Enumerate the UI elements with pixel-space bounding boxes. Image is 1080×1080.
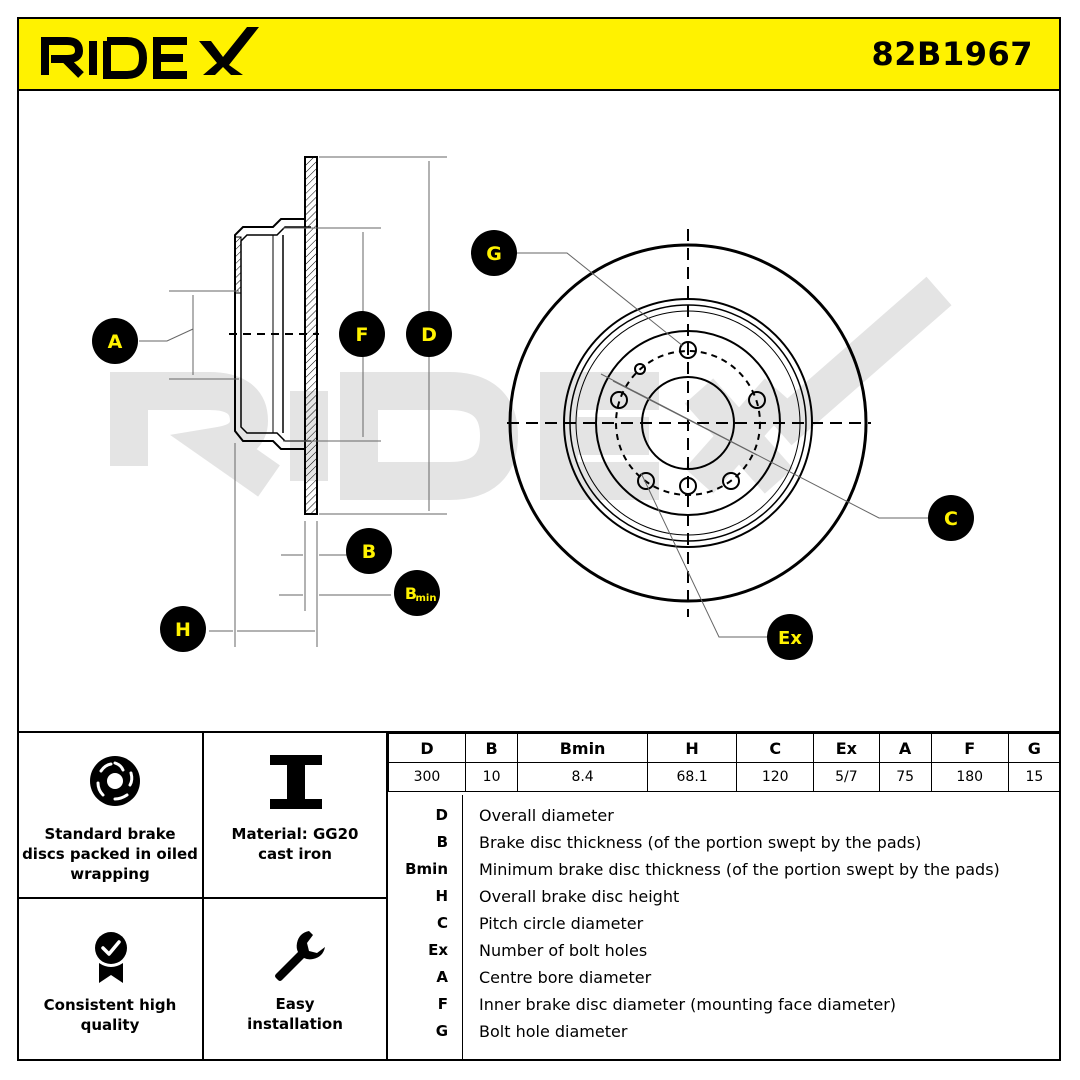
- legend-key: B: [436, 833, 448, 851]
- spec-value: 68.1: [646, 762, 738, 792]
- legend-desc: Brake disc thickness (of the portion swe…: [479, 833, 922, 852]
- svg-text:F: F: [356, 324, 369, 346]
- spec-table: D B Bmin H C Ex A F G 300 10 8.4 68.1 12…: [388, 733, 1062, 792]
- spec-header: C: [736, 733, 815, 763]
- feature-text-line: Consistent high: [43, 996, 177, 1014]
- label-badge-H: H: [160, 606, 206, 652]
- svg-text:A: A: [108, 331, 123, 353]
- part-number: 82B1967: [871, 35, 1033, 73]
- legend-key: A: [436, 968, 448, 986]
- label-badge-Ex: Ex: [767, 614, 813, 660]
- legend-desc: Minimum brake disc thickness (of the por…: [479, 860, 1000, 879]
- spec-value: 120: [736, 762, 815, 792]
- legend-row: Bmin Minimum brake disc thickness (of th…: [388, 857, 1061, 884]
- ridex-watermark: [110, 276, 952, 500]
- quality-badge-icon: [95, 932, 127, 983]
- spec-header: D: [388, 733, 466, 763]
- label-badge-F: F: [339, 311, 385, 357]
- feature-installation: Easy installation: [203, 899, 387, 1063]
- legend-desc: Overall diameter: [479, 806, 614, 825]
- wrench-icon: [275, 931, 325, 981]
- legend-desc: Pitch circle diameter: [479, 914, 644, 933]
- disc-front-view: [507, 229, 871, 617]
- legend-row: Ex Number of bolt holes: [388, 938, 1061, 965]
- legend-row: H Overall brake disc height: [388, 884, 1061, 911]
- label-badge-C: C: [928, 495, 974, 541]
- spec-value: 300: [388, 762, 466, 792]
- spec-header: G: [1007, 733, 1062, 763]
- label-badge-G: G: [471, 230, 517, 276]
- spec-value: 8.4: [517, 762, 648, 792]
- spec-header: Bmin: [517, 733, 648, 763]
- bottom-section: Standard brake discs packed in oiled wra…: [17, 731, 1062, 1063]
- feature-text-line: cast iron: [258, 845, 332, 863]
- legend-key: Ex: [428, 941, 448, 959]
- legend-row: G Bolt hole diameter: [388, 1019, 1061, 1046]
- spec-value-row: 300 10 8.4 68.1 120 5/7 75 180 15: [388, 762, 1062, 792]
- legend-row: B Brake disc thickness (of the portion s…: [388, 830, 1061, 857]
- technical-drawing: A F D B B min H G C: [19, 91, 1059, 731]
- header-bar: 82B1967: [17, 17, 1061, 91]
- legend-row: F Inner brake disc diameter (mounting fa…: [388, 992, 1061, 1019]
- svg-text:B: B: [405, 584, 417, 603]
- ridex-logo: [41, 27, 259, 79]
- feature-text-line: discs packed in oiled: [22, 845, 198, 863]
- feature-standard-packaging: Standard brake discs packed in oiled wra…: [17, 733, 203, 898]
- svg-text:min: min: [416, 593, 437, 604]
- spec-header: H: [646, 733, 738, 763]
- spec-value: 180: [930, 762, 1009, 792]
- brake-disc-icon: [90, 756, 140, 806]
- legend-divider: [462, 795, 463, 1061]
- label-badge-D: D: [406, 311, 452, 357]
- spec-header: Ex: [813, 733, 880, 763]
- i-beam-icon: [270, 755, 322, 809]
- label-badge-A: A: [92, 318, 138, 364]
- legend-key: F: [437, 995, 448, 1013]
- label-badge-B: B: [346, 528, 392, 574]
- legend: D Overall diameter B Brake disc thicknes…: [388, 795, 1061, 1061]
- feature-text-line: Easy: [275, 995, 315, 1013]
- legend-desc: Overall brake disc height: [479, 887, 680, 906]
- feature-material: Material: GG20 cast iron: [203, 733, 387, 898]
- svg-text:B: B: [362, 541, 376, 563]
- svg-text:H: H: [175, 619, 191, 641]
- svg-text:C: C: [944, 508, 958, 530]
- legend-key: D: [435, 806, 448, 824]
- spec-value: 75: [878, 762, 932, 792]
- legend-desc: Centre bore diameter: [479, 968, 652, 987]
- spec-header: B: [464, 733, 519, 763]
- svg-text:D: D: [421, 324, 437, 346]
- spec-header: A: [878, 733, 932, 763]
- brake-disc-drawing: A F D B B min H G C: [92, 156, 974, 660]
- legend-desc: Bolt hole diameter: [479, 1022, 628, 1041]
- feature-quality: Consistent high quality: [17, 899, 203, 1063]
- outer-frame: [17, 17, 1061, 1061]
- divider: [17, 897, 388, 899]
- disc-side-view: [229, 156, 319, 515]
- callout-leaders: [517, 252, 931, 638]
- spec-value: 10: [464, 762, 519, 792]
- legend-key: G: [435, 1022, 448, 1040]
- feature-text-line: quality: [80, 1016, 140, 1034]
- spec-header-row: D B Bmin H C Ex A F G: [388, 733, 1062, 763]
- spec-value: 15: [1007, 762, 1062, 792]
- feature-text-line: Standard brake: [44, 825, 176, 843]
- legend-row: C Pitch circle diameter: [388, 911, 1061, 938]
- feature-text-line: Material: GG20: [231, 825, 359, 843]
- label-badge-Bmin: B min: [394, 570, 440, 616]
- svg-text:G: G: [486, 243, 502, 265]
- legend-desc: Inner brake disc diameter (mounting face…: [479, 995, 897, 1014]
- spec-header: F: [930, 733, 1009, 763]
- legend-key: H: [435, 887, 448, 905]
- legend-desc: Number of bolt holes: [479, 941, 648, 960]
- legend-key: C: [436, 914, 448, 932]
- svg-text:Ex: Ex: [778, 628, 802, 649]
- spec-value: 5/7: [813, 762, 880, 792]
- legend-key: Bmin: [405, 860, 448, 878]
- legend-row: A Centre bore diameter: [388, 965, 1061, 992]
- feature-text-line: installation: [247, 1015, 343, 1033]
- feature-text-line: wrapping: [70, 865, 150, 883]
- legend-row: D Overall diameter: [388, 803, 1061, 830]
